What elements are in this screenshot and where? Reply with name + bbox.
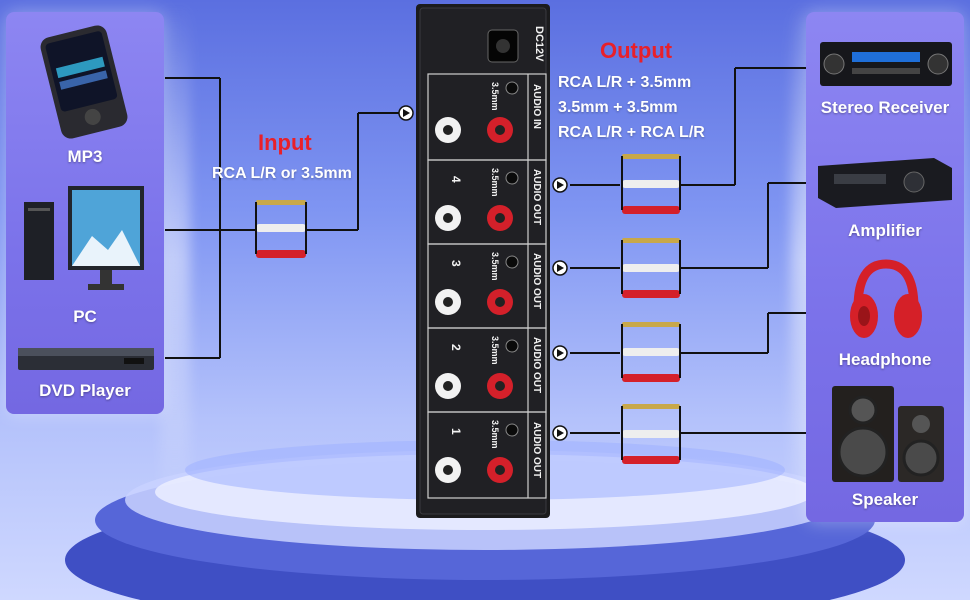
svg-text:AUDIO IN: AUDIO IN	[531, 84, 542, 129]
output-cable-connectors	[621, 154, 681, 465]
output-label-receiver: Stereo Receiver	[820, 98, 950, 117]
output-line-3: RCA L/R + RCA L/R	[558, 124, 705, 141]
dvd-player-icon	[18, 348, 154, 370]
input-label-mp3: MP3	[67, 147, 103, 166]
svg-text:AUDIO OUT: AUDIO OUT	[531, 253, 542, 309]
svg-text:1: 1	[449, 428, 463, 435]
section-audio-out-3: AUDIO OUT 3 3.5mm	[435, 252, 542, 315]
svg-text:AUDIO OUT: AUDIO OUT	[531, 422, 542, 478]
output-title: Output	[600, 38, 673, 63]
audio-switch-box: DC12V AUDIO IN 3.5mm AUDIO OUT 4 3.5mm A…	[416, 4, 550, 518]
svg-text:3.5mm: 3.5mm	[490, 252, 500, 281]
svg-text:AUDIO OUT: AUDIO OUT	[531, 169, 542, 225]
mp3-player-icon	[40, 25, 128, 139]
svg-text:3.5mm: 3.5mm	[490, 168, 500, 197]
output-line-1: RCA L/R + 3.5mm	[558, 74, 692, 91]
speaker-icon	[832, 386, 944, 482]
svg-text:3: 3	[449, 260, 463, 267]
pc-icon	[24, 186, 144, 290]
output-label-headphone: Headphone	[838, 350, 932, 369]
amplifier-icon	[818, 158, 952, 208]
section-audio-out-1: AUDIO OUT 1 3.5mm	[435, 420, 542, 483]
svg-text:3.5mm: 3.5mm	[490, 336, 500, 365]
output-line-2: 3.5mm + 3.5mm	[558, 99, 678, 116]
svg-text:2: 2	[449, 344, 463, 351]
svg-text:4: 4	[449, 176, 463, 183]
svg-text:3.5mm: 3.5mm	[490, 420, 500, 449]
svg-text:AUDIO OUT: AUDIO OUT	[531, 337, 542, 393]
output-label-speaker: Speaker	[851, 490, 919, 509]
light-beam-left	[160, 0, 190, 520]
svg-text:3.5mm: 3.5mm	[490, 82, 500, 111]
input-title: Input	[258, 130, 312, 155]
input-cable-connectors	[255, 200, 307, 258]
input-label-dvd: DVD Player	[39, 381, 131, 400]
section-audio-in: AUDIO IN 3.5mm	[435, 81, 542, 143]
output-label-amplifier: Amplifier	[848, 221, 922, 240]
input-description: RCA L/R or 3.5mm	[212, 165, 352, 182]
power-label: DC12V	[533, 26, 545, 62]
section-audio-out-4: AUDIO OUT 4 3.5mm	[435, 168, 542, 231]
headphone-icon	[850, 259, 922, 338]
input-label-pc: PC	[73, 307, 97, 326]
stereo-receiver-icon	[820, 42, 952, 86]
section-audio-out-2: AUDIO OUT 2 3.5mm	[435, 336, 542, 399]
